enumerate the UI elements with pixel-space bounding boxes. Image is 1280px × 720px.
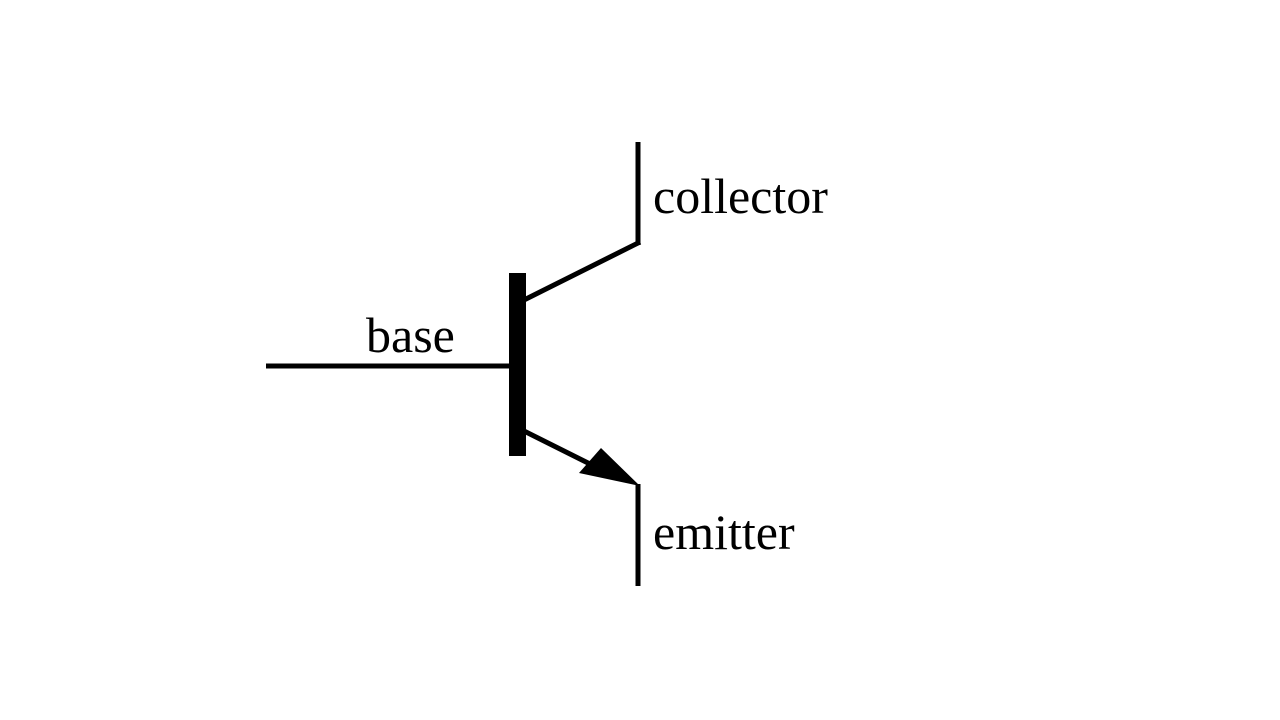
collector-diagonal xyxy=(520,239,642,304)
emitter-arrowhead xyxy=(579,448,640,486)
emitter-diagonal xyxy=(520,427,602,472)
base-bar xyxy=(509,273,526,456)
base-label: base xyxy=(366,307,455,363)
emitter-label: emitter xyxy=(653,504,795,560)
collector-label: collector xyxy=(653,168,828,224)
